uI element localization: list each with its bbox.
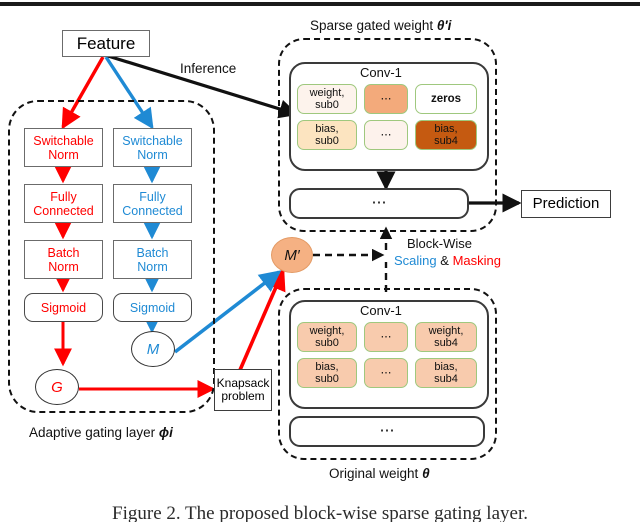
cell-line2: sub0: [315, 373, 339, 385]
cell-line1: weight,: [309, 324, 345, 337]
m-prime-label: M′: [284, 246, 300, 264]
cell-line2: sub0: [315, 135, 339, 147]
red-sigmoid-box[interactable]: Sigmoid: [24, 293, 103, 322]
sparse-cell-bias-ellipsis[interactable]: ⋯: [364, 120, 408, 150]
original-weight-container: [278, 288, 497, 460]
g-node[interactable]: G: [35, 369, 79, 405]
arrow-feature-to-red-branch: [61, 56, 105, 130]
arrow-inference: [107, 54, 299, 119]
cell-line2: sub4: [434, 337, 458, 349]
red-bn-line2: Norm: [48, 259, 79, 274]
cell-line1: zeros: [430, 92, 462, 105]
cell-line1: bias,: [434, 360, 458, 373]
original-conv1-title: Conv-1: [360, 303, 402, 318]
sparse-rest-layers-box[interactable]: ⋯: [289, 188, 469, 219]
original-cell-weight-ellipsis[interactable]: ⋯: [364, 322, 408, 352]
original-rest-layers-box[interactable]: ⋯: [289, 416, 485, 447]
original-cell-bias-ellipsis[interactable]: ⋯: [364, 358, 408, 388]
ampersand-label: &: [440, 253, 449, 268]
blue-sn-line1: Switchable: [122, 133, 183, 148]
red-sn-line1: Switchable: [33, 133, 94, 148]
red-fully-connected-box[interactable]: Fully Connected: [24, 184, 103, 223]
original-cell-bias-sub4[interactable]: bias, sub4: [415, 358, 477, 388]
cell-line1: ⋯: [380, 92, 392, 105]
original-rest-ellipsis: ⋯: [379, 422, 395, 440]
knapsack-problem-box[interactable]: Knapsack problem: [214, 369, 272, 411]
original-weight-text: Original weight: [329, 466, 419, 481]
sparse-conv1-block: [289, 62, 489, 171]
scaling-label: Scaling: [394, 253, 437, 268]
feature-box[interactable]: Feature: [62, 30, 150, 57]
sparse-gated-text: Sparse gated weight: [310, 18, 434, 33]
original-cell-bias-sub0[interactable]: bias, sub0: [297, 358, 357, 388]
cell-line1: bias,: [434, 122, 458, 135]
sparse-cell-weight-sub0[interactable]: weight, sub0: [297, 84, 357, 114]
blue-sigmoid-label: Sigmoid: [129, 300, 176, 315]
arrow-feature-to-blue-branch: [104, 56, 154, 130]
adaptive-gating-text: Adaptive gating layer: [29, 425, 156, 440]
sparse-gated-symbol: θ′i: [436, 18, 452, 33]
m-label: M: [146, 340, 160, 358]
prediction-box[interactable]: Prediction: [521, 190, 611, 218]
blue-bn-line1: Batch: [136, 245, 169, 260]
knapsack-line1: Knapsack: [216, 375, 270, 390]
blue-fully-connected-box[interactable]: Fully Connected: [113, 184, 192, 223]
adaptive-gating-label: Adaptive gating layer ϕi: [29, 425, 173, 440]
original-cell-weight-sub0[interactable]: weight, sub0: [297, 322, 357, 352]
prediction-label: Prediction: [532, 194, 600, 212]
figure-caption: Figure 2. The proposed block-wise sparse…: [112, 503, 528, 522]
sparse-cell-bias-sub0[interactable]: bias, sub0: [297, 120, 357, 150]
original-weight-label: Original weight θ: [329, 466, 430, 481]
cell-line2: sub4: [434, 135, 458, 147]
adaptive-gating-symbol: ϕi: [158, 425, 173, 440]
masking-label: Masking: [452, 253, 501, 268]
blue-sn-line2: Norm: [137, 147, 168, 162]
inference-label: Inference: [180, 61, 237, 76]
red-sn-line2: Norm: [48, 147, 79, 162]
blue-sigmoid-box[interactable]: Sigmoid: [113, 293, 192, 322]
blue-bn-line2: Norm: [137, 259, 168, 274]
sparse-gated-weight-label: Sparse gated weight θ′i: [310, 18, 451, 33]
red-batch-norm-box[interactable]: Batch Norm: [24, 240, 103, 279]
sparse-conv1-title: Conv-1: [360, 65, 402, 80]
feature-label: Feature: [76, 33, 136, 53]
sparse-gated-weight-container: [278, 38, 497, 232]
adaptive-gating-container: [8, 100, 215, 413]
red-bn-line1: Batch: [47, 245, 80, 260]
original-weight-symbol: θ: [422, 466, 430, 481]
g-label: G: [51, 378, 63, 396]
original-cell-weight-sub4[interactable]: weight, sub4: [415, 322, 477, 352]
blue-switchable-norm-box[interactable]: Switchable Norm: [113, 128, 192, 167]
cell-line1: weight,: [428, 324, 464, 337]
cell-line1: ⋯: [380, 366, 392, 379]
cell-line1: weight,: [309, 86, 345, 99]
cell-line1: ⋯: [380, 128, 392, 141]
red-sigmoid-label: Sigmoid: [40, 300, 87, 315]
m-node[interactable]: M: [131, 331, 175, 367]
sparse-cell-bias-sub4[interactable]: bias, sub4: [415, 120, 477, 150]
m-prime-node[interactable]: M′: [271, 237, 313, 273]
red-fc-line1: Fully: [50, 189, 77, 204]
red-fc-line2: Connected: [33, 203, 94, 218]
sparse-cell-zeros[interactable]: zeros: [415, 84, 477, 114]
cell-line1: ⋯: [380, 330, 392, 343]
knapsack-line2: problem: [221, 389, 265, 403]
blue-fc-line2: Connected: [122, 203, 183, 218]
sparse-rest-ellipsis: ⋯: [371, 194, 387, 212]
blue-fc-line1: Fully: [139, 189, 166, 204]
arrow-m-to-mprime: [173, 270, 282, 354]
cell-line2: sub4: [434, 373, 458, 385]
scaling-masking-label: Scaling & Masking: [394, 253, 501, 268]
block-wise-label: Block-Wise: [407, 236, 473, 251]
original-conv1-block: [289, 300, 489, 409]
cell-line1: bias,: [315, 360, 339, 373]
page-top-rule: [0, 2, 640, 6]
cell-line2: sub0: [315, 99, 339, 111]
cell-line1: bias,: [315, 122, 339, 135]
red-switchable-norm-box[interactable]: Switchable Norm: [24, 128, 103, 167]
sparse-cell-weight-ellipsis[interactable]: ⋯: [364, 84, 408, 114]
cell-line2: sub0: [315, 337, 339, 349]
blue-batch-norm-box[interactable]: Batch Norm: [113, 240, 192, 279]
